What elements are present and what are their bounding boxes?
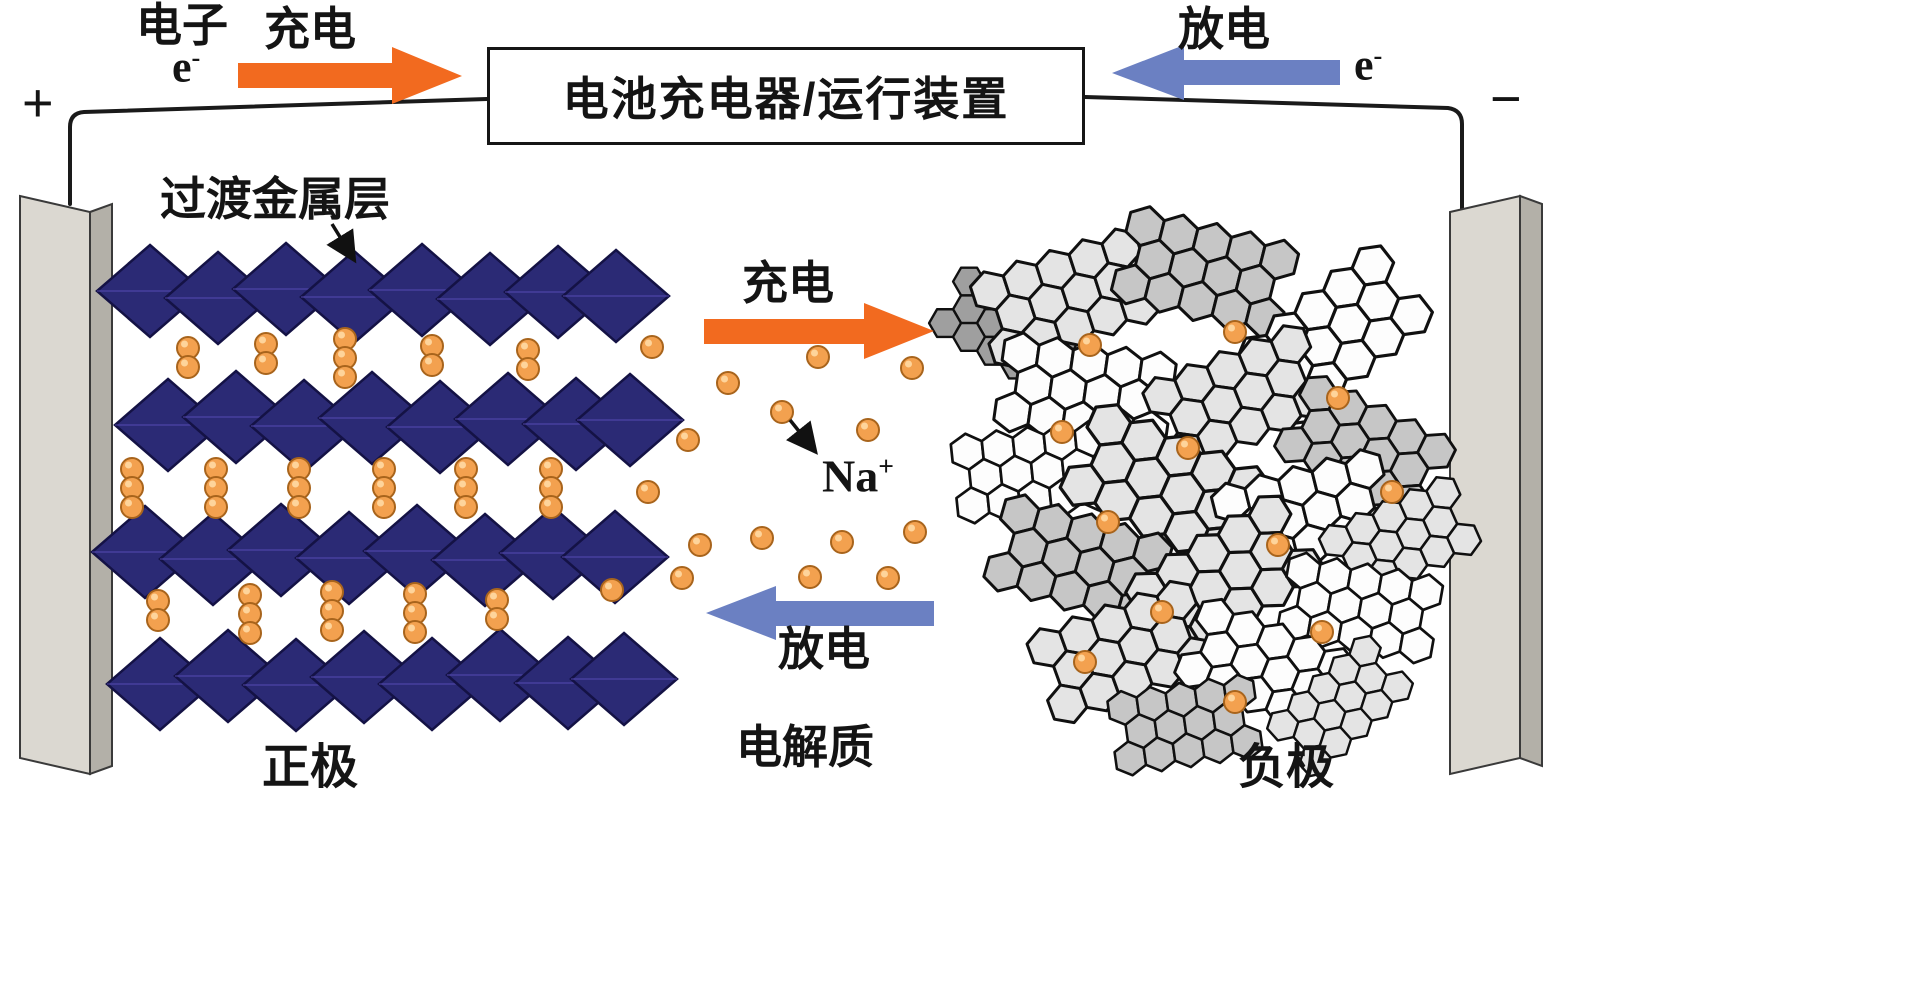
current-collector-left bbox=[19, 194, 113, 776]
electron-label: 电子 bbox=[136, 0, 228, 51]
transition-metal-pointer-arrow bbox=[326, 223, 357, 264]
minus-terminal-label: − bbox=[1490, 69, 1522, 129]
electron-symbol-right: e- bbox=[1354, 42, 1382, 88]
na-ion bbox=[1078, 333, 1102, 357]
na-ion-pointer-arrow bbox=[785, 418, 818, 455]
electrolyte-label: 电解质 bbox=[736, 721, 874, 773]
na-ion bbox=[254, 351, 278, 375]
charge-label-top: 充电 bbox=[264, 3, 356, 55]
na-ion bbox=[516, 357, 540, 381]
na-ion bbox=[876, 566, 900, 590]
na-ion bbox=[176, 355, 200, 379]
na-ion bbox=[287, 495, 311, 519]
na-ion bbox=[403, 620, 427, 644]
cathode-ion-stacks bbox=[120, 327, 563, 645]
na-ion bbox=[1096, 510, 1120, 534]
na-ion bbox=[333, 365, 357, 389]
na-ion bbox=[640, 335, 664, 359]
anode-label: 负极 bbox=[1238, 741, 1335, 794]
cathode-layer-row bbox=[105, 627, 679, 733]
charge-label-middle: 充电 bbox=[742, 257, 834, 309]
charger-box-label: 电池充电器/运行装置 bbox=[562, 73, 1010, 125]
na-ion bbox=[120, 495, 144, 519]
wire-left bbox=[68, 97, 489, 206]
wire-right bbox=[1083, 95, 1464, 212]
plus-terminal-label: + bbox=[22, 73, 54, 133]
na-ion bbox=[238, 621, 262, 645]
na-ion bbox=[320, 618, 344, 642]
charge-arrow-middle bbox=[704, 303, 934, 359]
charge-arrow-top bbox=[238, 47, 462, 104]
na-ion bbox=[1050, 420, 1074, 444]
electron-symbol-right-base: e bbox=[1354, 40, 1374, 90]
na-ion bbox=[716, 371, 740, 395]
na-ion bbox=[900, 356, 924, 380]
na-ion bbox=[1223, 690, 1247, 714]
cathode-layer-row bbox=[95, 241, 671, 347]
na-ion bbox=[670, 566, 694, 590]
na-ion bbox=[806, 345, 830, 369]
cathode-layer-row bbox=[90, 502, 670, 608]
na-ion bbox=[1223, 320, 1247, 344]
na-ion bbox=[798, 565, 822, 589]
na-ion bbox=[600, 578, 624, 602]
na-ion bbox=[856, 418, 880, 442]
electron-symbol-right-sup: - bbox=[1373, 40, 1383, 70]
na-ion bbox=[636, 480, 660, 504]
sodium-ion-label: Na+ bbox=[822, 452, 894, 499]
na-ion bbox=[420, 353, 444, 377]
na-ion bbox=[1150, 600, 1174, 624]
na-ion bbox=[539, 495, 563, 519]
charger-box: 电池充电器/运行装置 bbox=[487, 47, 1085, 145]
cathode-label: 正极 bbox=[262, 741, 359, 794]
na-ion bbox=[676, 428, 700, 452]
na-ion bbox=[1380, 480, 1404, 504]
transition-metal-layer-label: 过渡金属层 bbox=[160, 173, 390, 225]
current-collector-right bbox=[1449, 194, 1543, 776]
na-ion bbox=[454, 495, 478, 519]
electron-symbol-left: e- bbox=[172, 44, 200, 90]
na-ion bbox=[830, 530, 854, 554]
na-ion bbox=[750, 526, 774, 550]
discharge-label-top: 放电 bbox=[1178, 3, 1270, 55]
na-ion bbox=[770, 400, 794, 424]
na-ion bbox=[1326, 386, 1350, 410]
discharge-arrow-top bbox=[1112, 45, 1340, 100]
na-ion bbox=[372, 495, 396, 519]
na-ion bbox=[204, 495, 228, 519]
na-ion bbox=[1266, 533, 1290, 557]
discharge-arrow-middle bbox=[706, 586, 934, 640]
na-ion bbox=[903, 520, 927, 544]
electron-symbol-left-sup: - bbox=[191, 42, 201, 72]
discharge-label-middle: 放电 bbox=[778, 623, 870, 675]
sodium-ion-label-sup: + bbox=[878, 450, 894, 481]
na-ion bbox=[1176, 436, 1200, 460]
sodium-ion-label-base: Na bbox=[822, 450, 879, 502]
electron-symbol-left-base: e bbox=[172, 42, 192, 92]
na-ion bbox=[485, 607, 509, 631]
na-ion bbox=[1073, 650, 1097, 674]
cathode-layer-row bbox=[113, 369, 685, 475]
na-ion bbox=[146, 608, 170, 632]
na-ion bbox=[1310, 620, 1334, 644]
na-ion bbox=[688, 533, 712, 557]
